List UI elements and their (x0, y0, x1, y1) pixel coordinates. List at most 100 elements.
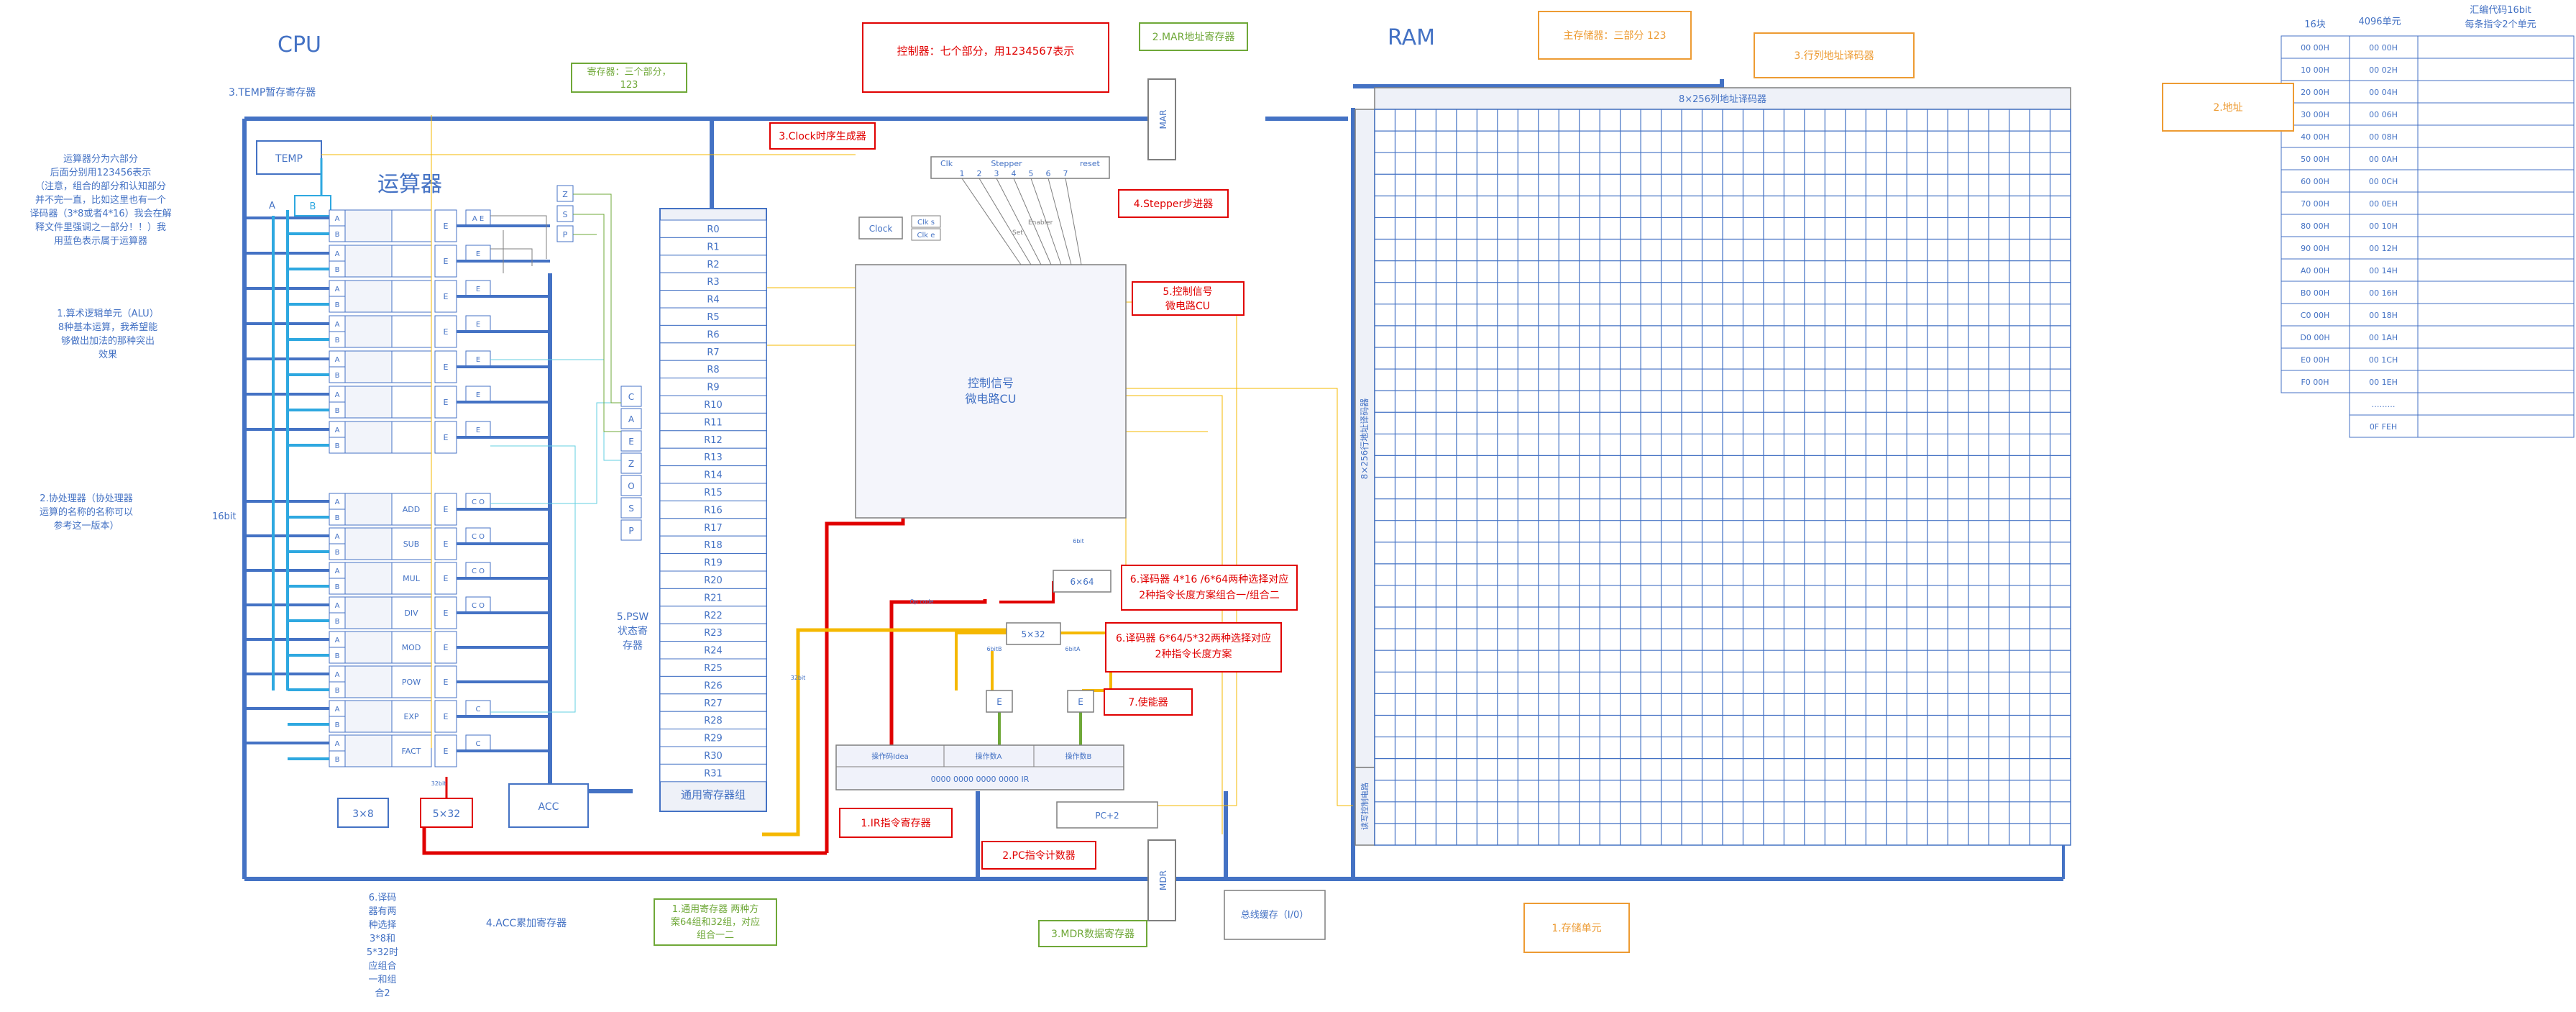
alu-flag-label: E (476, 321, 480, 329)
storage-unit-box (1523, 903, 1630, 953)
cop-op-box (344, 493, 393, 526)
addr-cell-col3 (2417, 124, 2575, 148)
addr-col1-value: 50 00H (2301, 155, 2329, 164)
addr-header-1: 16块 (2304, 19, 2326, 30)
alu-input-a-label: A (335, 286, 340, 293)
alu-input-b-label: B (335, 337, 340, 345)
decoder-5x32-b (1006, 622, 1061, 645)
alu-enable-box (434, 209, 457, 242)
addr-cell-col2 (2349, 214, 2419, 237)
register-cell (659, 658, 767, 677)
register-label: R31 (704, 768, 723, 779)
register-label: R3 (707, 277, 719, 288)
mar-register (1147, 78, 1176, 160)
enabler-note: 7.使能器 (1128, 696, 1168, 708)
addr-col1-value: C0 00H (2301, 311, 2329, 320)
register-cell (659, 746, 767, 765)
alu-input-b-label: B (335, 407, 340, 415)
register-label: R22 (704, 611, 723, 621)
cop-enable-label: E (444, 574, 449, 583)
red-wire-ir (889, 599, 987, 764)
register-cell (659, 342, 767, 361)
addr-col2-value: 00 04H (2369, 88, 2398, 97)
alu-flag-label: A E (472, 215, 484, 223)
addr-note: 2.地址 (2213, 102, 2242, 114)
row-dec-note-box (1754, 32, 1915, 78)
addr-cell-col3 (2417, 191, 2575, 215)
decoder-alu-line: 器有两 (368, 906, 396, 917)
register-cell (659, 500, 767, 519)
register-cell (659, 729, 767, 747)
addr-cell-col2 (2349, 147, 2419, 170)
addr-cell-col2 (2349, 414, 2419, 438)
register-label: R27 (704, 698, 723, 709)
cop-op-label: MOD (402, 643, 421, 652)
temp-register (256, 140, 322, 175)
addr-col1-value: B0 00H (2301, 288, 2329, 298)
alu-op-frame (391, 315, 432, 348)
wire-label: 32bit (431, 780, 446, 787)
stepper-note: 4.Stepper步进器 (1134, 199, 1214, 210)
ir-bits: 0000 0000 0000 0000 IR (931, 775, 1030, 784)
addr-col2-value: 00 10H (2369, 222, 2398, 231)
cop-op-frame (391, 665, 432, 698)
addr-cell-col3 (2417, 325, 2575, 349)
cop-op-frame (391, 734, 432, 767)
reg-note-2: 123 (620, 80, 638, 91)
alu-op-frame (391, 421, 432, 454)
addr-cell-col1 (2281, 281, 2350, 304)
register-cell (659, 290, 767, 309)
coproc-line: 运算的名称的名称可以 (40, 506, 133, 518)
flags-top: ZSP (556, 185, 574, 242)
register-label: R13 (704, 452, 723, 463)
alu-input-a-label: A (335, 356, 340, 364)
cop-input-a-label: A (335, 602, 340, 610)
addr-cell-col1 (2281, 58, 2350, 81)
ir-note-box (839, 808, 953, 838)
cop-op-label: POW (402, 678, 421, 687)
register-cell (659, 412, 767, 432)
addr-col2-value: 00 0CH (2369, 177, 2398, 186)
cop-flag-label: C O (472, 602, 485, 610)
cop-input-b-label: B (335, 618, 340, 626)
pc-note-box (981, 841, 1096, 870)
cop-input-b-label: B (335, 687, 340, 695)
addr-cell-col2 (2349, 281, 2419, 304)
stepper-unit (930, 156, 1110, 179)
alu-op-box (344, 386, 393, 419)
cop-input-b-label: B (335, 652, 340, 660)
addr-col1-value: A0 00H (2301, 266, 2329, 275)
addr-col2-value: 00 12H (2369, 244, 2398, 253)
alu-op-frame (391, 350, 432, 383)
addr-cell-col3 (2417, 58, 2575, 81)
acc-register (508, 783, 589, 828)
alu-enable-label: E (444, 363, 449, 372)
cop-enable-box (434, 527, 457, 560)
alu-enable-label: E (444, 222, 449, 231)
cop-op-frame (391, 562, 432, 595)
addr-col2-value: 00 1CH (2369, 355, 2398, 365)
alu-enable-box (434, 280, 457, 313)
alu-input-a-label: A (335, 215, 340, 223)
b-register (294, 195, 331, 216)
cu-note-1: 5.控制信号 (1163, 286, 1212, 298)
ram-rw-control-label: 读写控制电路 (1360, 783, 1370, 830)
register-label: R19 (704, 558, 723, 569)
mar-note-box (1139, 22, 1248, 51)
addr-col2-value: 00 0EH (2369, 199, 2398, 209)
bus-cache-label: 总线缓存（I/0） (1241, 910, 1309, 921)
decoder-5x32-label: 5×32 (433, 808, 460, 820)
addr-col1-value: 30 00H (2301, 110, 2329, 119)
stepper-number: 1 (960, 169, 965, 178)
cop-enable-label: E (444, 505, 449, 514)
addr-col2-value: 00 18H (2369, 311, 2398, 320)
decoder-3x8 (337, 798, 389, 828)
clock-label: Clock (869, 224, 893, 234)
register-label: R10 (704, 400, 723, 411)
register-cell (659, 360, 767, 379)
cop-input-b-label: B (335, 514, 340, 522)
addr-col1-value: 40 00H (2301, 132, 2329, 142)
enabler-a-label: E (996, 697, 1002, 707)
cop-op-frame (391, 493, 432, 526)
